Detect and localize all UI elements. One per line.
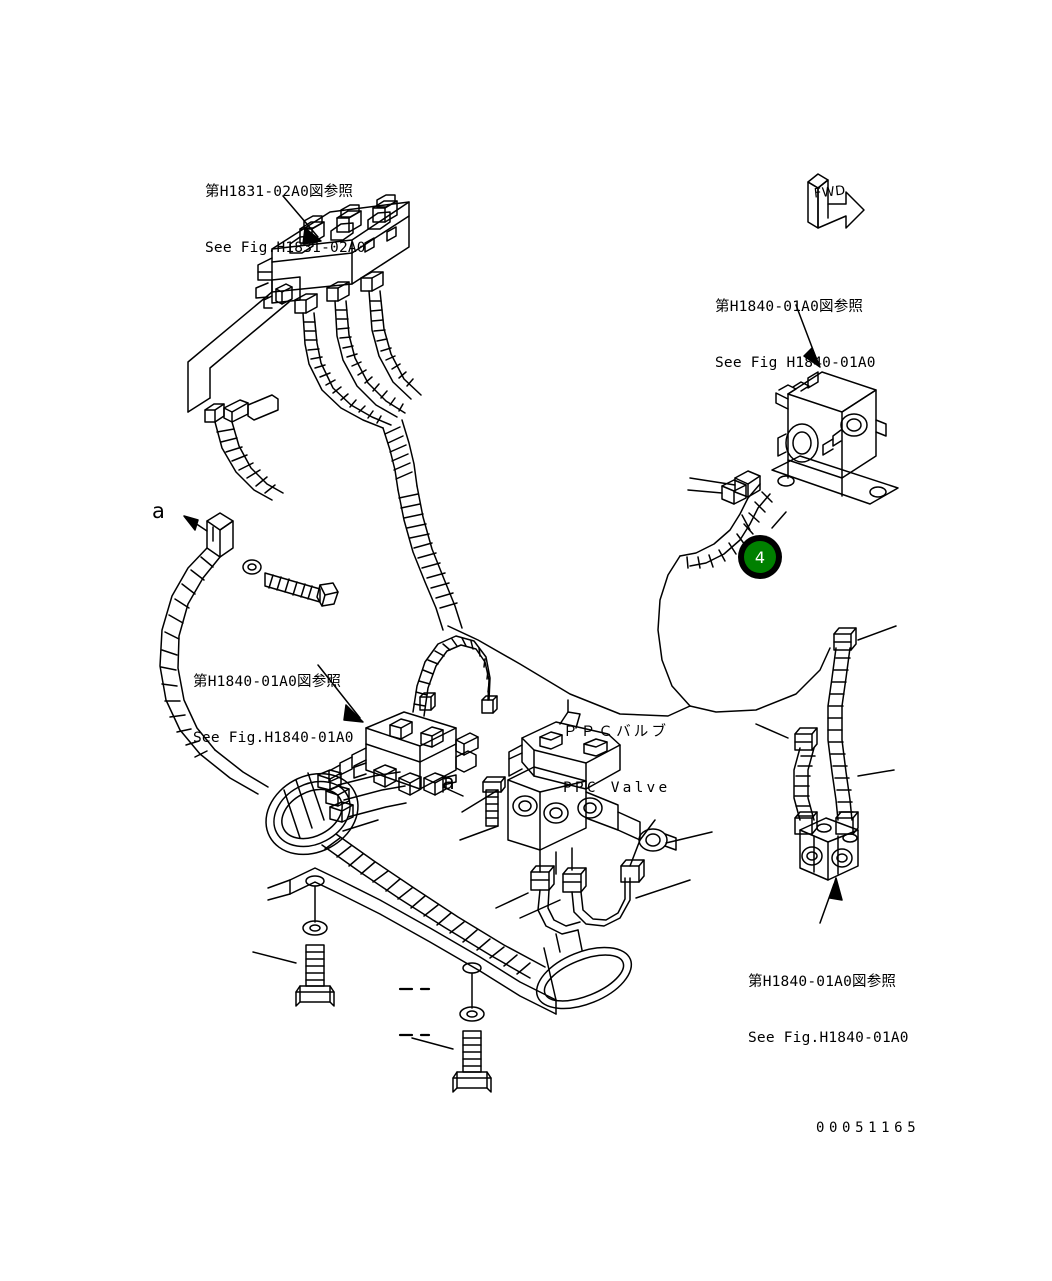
reference-label-bottom-right-en: See Fig.H1840-01A0 [748,1029,909,1046]
fwd-orientation-marker [807,173,865,229]
bolt-washer-lower [411,972,492,1093]
hex-fitting-upper-2 [336,204,362,233]
callout-badge-4[interactable]: 4 [738,535,782,579]
fwd-label: FWD [813,183,847,202]
ppc-valve-assembly [507,699,677,935]
lower-valve-manifold [328,711,479,796]
bolt-washer-mid [242,559,339,607]
hoses-through-clamp [317,769,407,832]
dash-marks [398,987,431,1037]
upper-valve-manifold [255,194,410,314]
reference-label-bottom-right: 第H1840-01A0図参照 See Fig.H1840-01A0 [748,936,909,1084]
connector-block-lower-right [799,817,859,881]
bolt-ppc-left [482,776,506,827]
hex-fitting-lower-row [294,271,384,314]
reference-label-top-left-jp: 第H1831-02A0図参照 [205,184,354,201]
manifold-left-ports [328,747,367,783]
hose-bundle-upper [302,290,422,491]
hose-pair-right [755,625,897,835]
bolt-washer-upper [252,885,335,1007]
leader-callout-4 [741,511,787,531]
hex-fitting-upper-3 [372,194,398,223]
reference-label-mid-left: 第H1840-01A0図参照 See Fig.H1840-01A0 [193,636,354,784]
leader-ref-bottom-right [819,877,843,924]
leaders-ppc [459,789,713,919]
hoses-manifold-up [412,635,498,717]
manifold-bottom-fittings [373,764,447,796]
detail-marker-a-left: a [152,499,165,523]
leader-ref-top-right [795,304,821,368]
solenoid-valve-block [771,371,899,505]
ppc-valve-label-jp: ＰＰＣバルブ [563,724,670,741]
lower-loop-hose [535,929,633,1010]
hex-fitting-upper-1 [299,215,325,244]
hose-clamp-ring [265,772,359,856]
ppc-valve-label: ＰＰＣバルブ PPC Valve [563,686,670,834]
detail-marker-a-center: a [442,770,455,794]
reference-label-mid-left-en: See Fig.H1840-01A0 [193,729,354,746]
leader-detail-a-center [442,774,464,797]
wire-harness-left [187,291,290,413]
leader-detail-a-left [183,515,208,532]
reference-label-top-left: 第H1831-02A0図参照 See Fig.H1831-02A0 [205,146,366,294]
ppc-valve-label-en: PPC Valve [563,779,671,796]
reference-label-top-right-jp: 第H1840-01A0図参照 [715,299,864,316]
reference-label-bottom-right-jp: 第H1840-01A0図参照 [748,974,897,991]
leader-ref-mid-left [317,664,364,723]
reference-label-top-right-en: See Fig H1840-01A0 [715,354,876,371]
reference-label-top-left-en: See Fig.H1831-02A0 [205,239,366,256]
hose-center-descend [397,485,463,631]
hose-solenoid-down [657,470,773,707]
hose-along-bracket [321,833,546,979]
hose-left-arc [159,394,284,795]
callout-badge-4-number: 4 [744,541,776,573]
drawing-number: 00051165 [816,1120,921,1136]
reference-label-mid-left-jp: 第H1840-01A0図参照 [193,674,342,691]
reference-label-top-right: 第H1840-01A0図参照 See Fig H1840-01A0 [715,261,876,409]
hose-long-right [447,625,831,717]
